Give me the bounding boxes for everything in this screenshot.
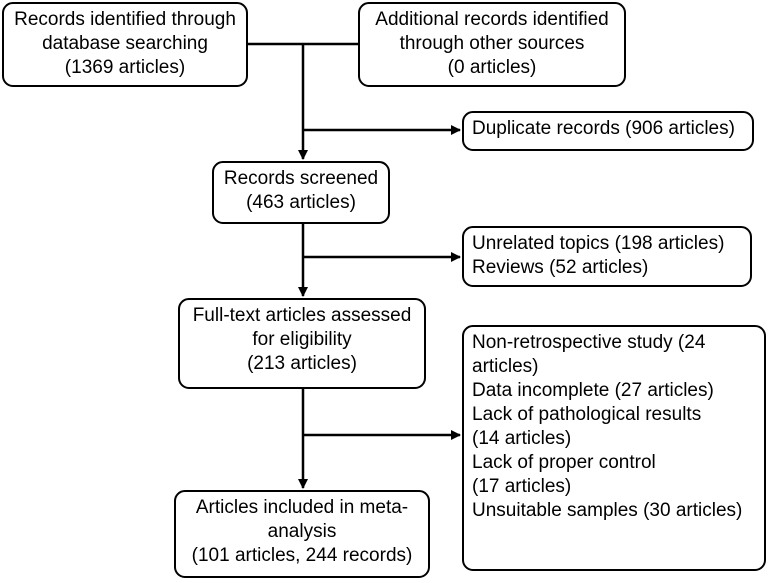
box-text-line: Reviews (52 articles) [472, 257, 649, 278]
box-text-line: Articles included in meta- [195, 497, 409, 518]
exclusion-reason: articles) [472, 356, 539, 377]
box-text-line: database searching [42, 33, 208, 54]
exclusion-reason: (14 articles) [472, 428, 572, 449]
box-text-line: (1369 articles) [64, 57, 186, 78]
box-text-line: Records identified through [14, 9, 236, 30]
exclusion-reason: Unsuitable samples (30 articles) [472, 500, 743, 521]
identified-other-box: Additional records identified through ot… [358, 2, 626, 87]
excluded-fulltext-box: Non-retrospective study (24 articles) Da… [462, 325, 766, 571]
box-text-line: analysis [267, 521, 337, 542]
box-text-line: Records screened [223, 168, 379, 189]
exclusion-reason: Lack of proper control [472, 452, 656, 473]
box-text-line: Unrelated topics (198 articles) [472, 233, 725, 254]
box-text-line: for eligibility [252, 329, 352, 350]
box-text-line: (463 articles) [246, 192, 356, 213]
box-text-line: (0 articles) [447, 57, 537, 78]
exclusion-reason: Lack of pathological results [472, 404, 702, 425]
duplicates-box: Duplicate records (906 articles) [462, 111, 754, 151]
box-text-line: Additional records identified [375, 9, 609, 30]
exclusion-reason: Data incomplete (27 articles) [472, 380, 714, 401]
box-text-line: (101 articles, 244 records) [191, 545, 413, 566]
excluded-screening-box: Unrelated topics (198 articles) Reviews … [462, 226, 752, 287]
identified-database-box: Records identified through database sear… [2, 2, 248, 87]
exclusion-reason: Non-retrospective study (24 [472, 332, 706, 353]
box-text-line: through other sources [399, 33, 585, 54]
included-box: Articles included in meta- analysis (101… [174, 490, 430, 578]
screened-box: Records screened (463 articles) [212, 161, 390, 224]
box-text-line: Duplicate records (906 articles) [472, 118, 735, 139]
box-text-line: (213 articles) [247, 353, 357, 374]
eligibility-box: Full-text articles assessed for eligibil… [178, 298, 426, 389]
exclusion-reason: (17 articles) [472, 476, 572, 497]
box-text-line: Full-text articles assessed [192, 305, 412, 326]
